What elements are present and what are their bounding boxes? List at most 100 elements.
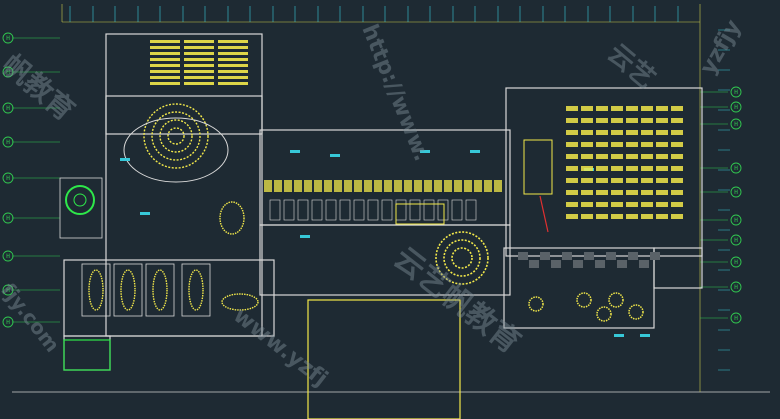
grid-bubble: H — [730, 256, 742, 268]
floor-pattern-tile — [434, 180, 442, 192]
seat-block — [641, 106, 653, 111]
seat-row — [184, 82, 214, 85]
watermark-brand-center: 云艺帆教育 — [387, 241, 527, 361]
grid-bubble-circle — [2, 172, 14, 184]
seat-row — [184, 70, 214, 73]
checker-tile — [639, 260, 649, 268]
seat-block — [581, 202, 593, 207]
seat-block — [641, 214, 653, 219]
banquet-hall-tables — [528, 292, 644, 322]
grid-bubble: H — [730, 86, 742, 98]
seat-block — [641, 130, 653, 135]
seat-row — [150, 46, 180, 49]
cyan-marker — [470, 150, 480, 153]
stair-enclosure — [59, 177, 103, 239]
seat-row — [218, 76, 248, 79]
grid-bubble: H — [730, 312, 742, 324]
seat-row — [218, 46, 248, 49]
grid-bubble-label: H — [6, 175, 10, 182]
cyan-marker — [420, 150, 430, 153]
seat-row — [184, 58, 214, 61]
seat-row — [150, 82, 180, 85]
seat-block — [626, 214, 638, 219]
floor-pattern-tile — [414, 180, 422, 192]
seat-block — [596, 118, 608, 123]
cyan-marker — [300, 235, 310, 238]
wall-meeting-rooms — [63, 259, 275, 337]
cyan-marker — [290, 150, 300, 153]
wall-auditorium-left — [105, 33, 263, 135]
floor-pattern-tile — [494, 180, 502, 192]
checker-tile — [595, 260, 605, 268]
seat-block — [596, 166, 608, 171]
seat-block — [611, 190, 623, 195]
seat-row — [184, 46, 214, 49]
grid-bubble-circle — [730, 214, 742, 226]
floor-pattern-tile — [324, 180, 332, 192]
floor-pattern-tile — [394, 180, 402, 192]
auditorium-left-seating — [150, 40, 248, 85]
seat-block — [581, 130, 593, 135]
checker-tile — [606, 252, 616, 260]
grid-bubble-circle — [2, 66, 14, 78]
seat-block — [596, 106, 608, 111]
seat-block — [581, 118, 593, 123]
round-table — [608, 292, 624, 308]
seat-block — [626, 202, 638, 207]
grid-bubble-label: H — [6, 105, 10, 112]
seat-block — [641, 142, 653, 147]
stair-ring — [443, 239, 481, 277]
oval-table — [88, 269, 104, 311]
grid-bubble: H — [2, 66, 14, 78]
floor-pattern-tile — [474, 180, 482, 192]
seat-block — [596, 214, 608, 219]
seat-block — [596, 178, 608, 183]
grid-bubble: H — [2, 250, 14, 262]
round-table — [528, 296, 544, 312]
seat-block — [656, 178, 668, 183]
seat-block — [581, 154, 593, 159]
lobby-furniture — [409, 199, 421, 221]
watermark-brand-right: 云艺 — [602, 38, 661, 94]
grid-bubble-circle — [730, 101, 742, 113]
seat-block — [671, 154, 683, 159]
seat-block — [611, 178, 623, 183]
seat-block — [656, 166, 668, 171]
seat-row — [184, 64, 214, 67]
seat-block — [656, 214, 668, 219]
seat-block — [611, 118, 623, 123]
seat-block — [671, 142, 683, 147]
central-lobby — [264, 180, 502, 225]
seat-block — [611, 154, 623, 159]
red-accent-line — [539, 195, 549, 233]
grid-bubble: H — [2, 316, 14, 328]
green-outline-box — [63, 339, 111, 371]
grid-bubble: H — [730, 186, 742, 198]
lobby-furniture — [353, 199, 365, 221]
floor-pattern-tile — [404, 180, 412, 192]
seat-block — [626, 178, 638, 183]
seat-block — [596, 154, 608, 159]
seat-block — [656, 190, 668, 195]
lobby-furniture — [451, 199, 463, 221]
grid-bubble-label: H — [734, 237, 738, 244]
seat-row — [184, 40, 214, 43]
lobby-furniture — [297, 199, 309, 221]
seat-block — [656, 130, 668, 135]
grid-bubble-circle — [730, 256, 742, 268]
seat-block — [566, 106, 578, 111]
spiral-stair-left — [59, 177, 103, 239]
lobby-furniture — [423, 199, 435, 221]
grid-bubble-label: H — [734, 104, 738, 111]
seat-block — [671, 178, 683, 183]
checker-tile — [628, 252, 638, 260]
lobby-furniture — [339, 199, 351, 221]
grid-bubble: H — [2, 212, 14, 224]
seat-block — [581, 190, 593, 195]
seat-block — [641, 202, 653, 207]
furniture-layout — [59, 40, 683, 371]
meeting-rooms-row — [81, 201, 259, 317]
seat-block — [671, 118, 683, 123]
checker-tile — [518, 252, 528, 260]
grid-bubble-circle — [2, 284, 14, 296]
